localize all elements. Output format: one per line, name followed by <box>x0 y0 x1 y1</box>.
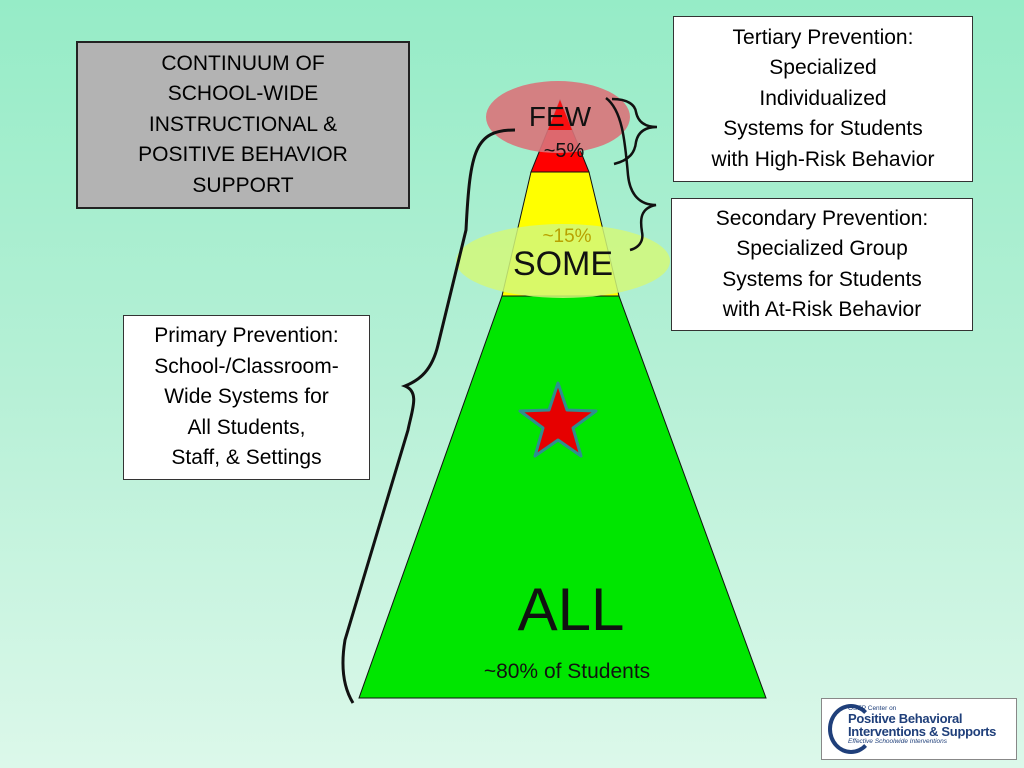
logo-line-1: OSEP Center on <box>848 705 897 712</box>
tertiary-prevention-box: Tertiary Prevention: Specialized Individ… <box>673 16 973 182</box>
logo-line-4: Effective Schoolwide Interventions <box>848 738 947 745</box>
secondary-prevention-box: Secondary Prevention: Specialized Group … <box>671 198 973 331</box>
few-label: FEW <box>529 101 592 132</box>
primary-prevention-box: Primary Prevention: School-/Classroom- W… <box>123 315 370 480</box>
pbis-logo: OSEP Center on Positive Behavioral Inter… <box>821 698 1017 760</box>
secondary-brace <box>605 97 657 252</box>
logo-line-2: Positive Behavioral <box>848 711 963 726</box>
logo-icon <box>828 704 874 754</box>
tertiary-brace <box>611 97 658 166</box>
primary-brace <box>341 128 516 704</box>
star-icon <box>518 381 598 458</box>
few-percent: ~5% <box>544 140 585 162</box>
logo-line-3: Interventions & Supports <box>848 724 997 739</box>
some-label: SOME <box>513 245 613 283</box>
pyramid-tip-overlay <box>548 100 572 130</box>
some-percent: ~15% <box>542 226 591 247</box>
all-label: ALL <box>518 576 625 643</box>
all-percent: ~80% of Students <box>484 660 650 683</box>
title-box: CONTINUUM OF SCHOOL-WIDE INSTRUCTIONAL &… <box>76 41 410 209</box>
some-oval <box>456 224 670 298</box>
